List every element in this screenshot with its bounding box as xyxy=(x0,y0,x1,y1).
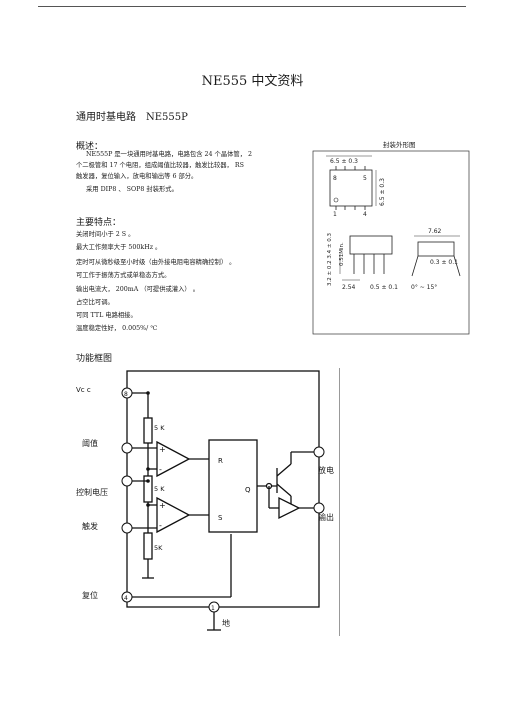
package-body-side xyxy=(349,235,393,255)
pin-number: 8 xyxy=(124,391,128,398)
ff-r-label: R xyxy=(218,457,223,465)
resistor-label: 5 K xyxy=(154,424,165,432)
feature-item: 可工作于振荡方式或单稳态方式。 xyxy=(76,272,171,279)
label-reset: 复位 xyxy=(82,591,98,600)
feature-item: 输出电流大， 200mA （可提供或灌入） 。 xyxy=(76,286,199,293)
pin-number: 1 xyxy=(211,605,215,612)
feature-item: 定时可从微秒级至小时级（由外接电阻电容精确控制） 。 xyxy=(76,259,236,266)
pin-label: 5 xyxy=(363,175,367,182)
pin-label: 8 xyxy=(333,175,337,182)
subtitle-cn: 通用时基电路 xyxy=(76,112,136,123)
block-diagram-heading: 功能框图 xyxy=(76,354,113,364)
pin-label: 4 xyxy=(363,211,367,218)
pin-threshold xyxy=(121,442,133,454)
resistor-r1 xyxy=(143,417,153,444)
feature-item: 最大工作频率大于 500kHz 。 xyxy=(76,244,162,251)
dim-pitch: 2.54 xyxy=(342,284,356,291)
feature-item: 关闭时间小于 2 S 。 xyxy=(76,231,135,238)
dim-height: 3.2 ± 0.2 3.4 ± 0.3 xyxy=(327,233,333,286)
overview-line: 触发器，复位输入，放电和输出等 6 部分。 xyxy=(76,173,198,180)
pin-number: 4 xyxy=(124,595,128,602)
package-heading: 封装外形图 xyxy=(383,141,416,149)
feature-item: 温度稳定性好， 0.005%/ ℃ xyxy=(76,325,158,332)
dim-thick: 0.3 ± 0.1 xyxy=(430,259,458,266)
comparator-plus: + xyxy=(159,445,166,454)
comparator-plus: + xyxy=(159,501,166,510)
label-discharge: 放电 xyxy=(318,466,334,475)
resistor-label: 5 K xyxy=(154,485,165,493)
label-output: 输出 xyxy=(318,513,334,522)
pin-vcc xyxy=(121,387,133,399)
dim-side: 6.5 ± 0.3 xyxy=(379,178,386,206)
pin-reset xyxy=(121,591,133,603)
pin-output xyxy=(313,502,325,514)
pin-discharge xyxy=(313,446,325,458)
ff-q-label: Q xyxy=(245,486,251,494)
package-body-end xyxy=(417,241,455,257)
dim-width: 7.62 xyxy=(428,228,442,235)
dim-min: 0.51Min. xyxy=(339,242,345,266)
pin-ground xyxy=(208,601,220,613)
pin-control xyxy=(121,475,133,487)
page-title: NE555 中文资料 xyxy=(201,74,304,89)
subtitle-part: NE555P xyxy=(146,112,188,123)
comparator-minus: - xyxy=(159,521,162,530)
threshold-comparator xyxy=(156,440,191,478)
dim-top: 6.5 ± 0.3 xyxy=(330,158,358,165)
pin-label: 1 xyxy=(333,211,337,218)
margin-rule xyxy=(339,368,340,636)
package-outline-drawing: 6.5 ± 0.3 8 5 1 4 6.5 ± 0.3 0.51Min. 3.2… xyxy=(312,150,470,335)
resistor-label: 5K xyxy=(154,544,163,552)
features-heading: 主要特点： xyxy=(76,218,122,228)
top-rule xyxy=(38,6,466,7)
feature-item: 占空比可调。 xyxy=(76,299,114,306)
overview-heading: 概述： xyxy=(76,142,104,152)
overview-line: 采用 DIP8 、 SOP8 封装形式。 xyxy=(86,186,178,193)
ff-s-label: S xyxy=(218,514,223,522)
label-control: 控制电压 xyxy=(76,488,108,497)
feature-item: 可同 TTL 电路相接。 xyxy=(76,312,137,319)
subtitle: 通用时基电路 NE555P xyxy=(76,108,188,123)
chip-outline xyxy=(126,370,320,608)
dim-lead: 0.5 ± 0.1 xyxy=(370,284,398,291)
package-frame xyxy=(312,150,470,335)
overview-line: NE555P 是一块通用时基电路，电路包含 24 个晶体管， 2 xyxy=(86,151,253,158)
output-buffer xyxy=(278,496,301,520)
overview-line: 个二极管和 17 个电阻，组成阈值比较器，触发比较器， RS xyxy=(76,162,244,169)
vcc-label: Vc c xyxy=(76,386,91,394)
dim-angle: 0° ~ 15° xyxy=(411,284,437,291)
functional-block-diagram: 8 4 1 Vc c 5 K 5 K 5K + - + - R S Q xyxy=(76,370,325,631)
label-threshold: 阈值 xyxy=(82,439,98,448)
label-trigger: 触发 xyxy=(82,522,98,531)
trigger-comparator xyxy=(156,496,191,534)
comparator-minus: - xyxy=(159,465,162,474)
pin-trigger xyxy=(121,522,133,534)
package-body-top xyxy=(329,169,373,207)
resistor-r3 xyxy=(143,532,153,560)
label-ground: 地 xyxy=(222,619,230,628)
